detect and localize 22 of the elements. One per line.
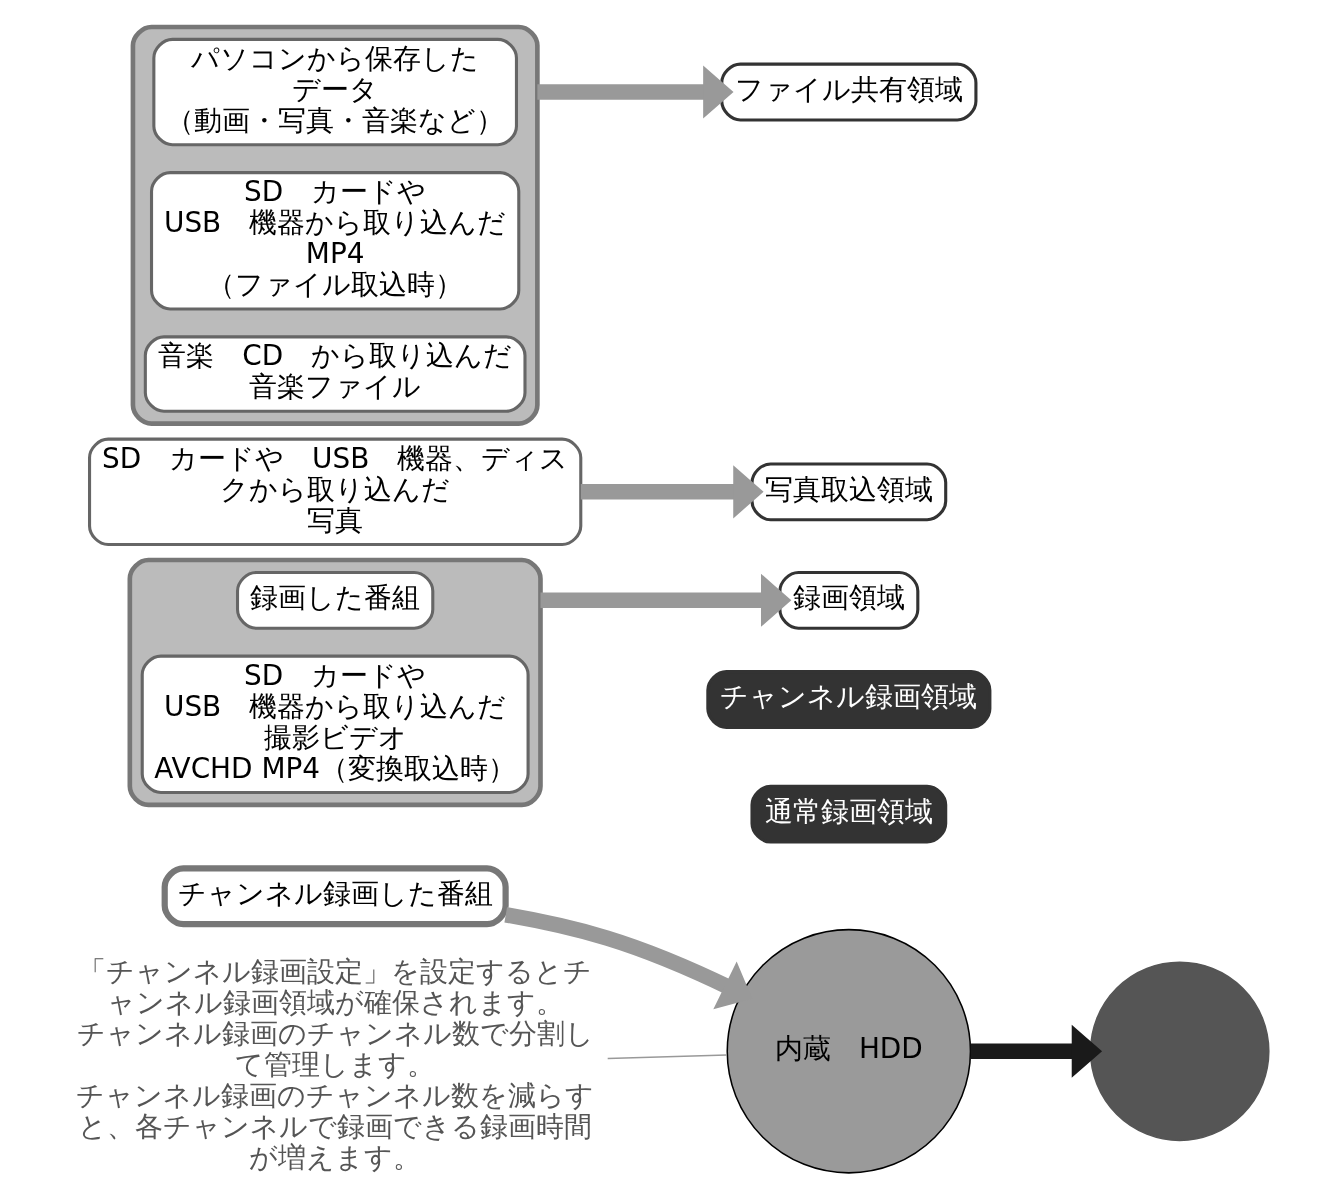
arrow xyxy=(580,465,764,519)
connector xyxy=(606,1054,728,1060)
node-box: 通常録画領域 xyxy=(750,784,948,844)
node-box: 写真取込領域 xyxy=(750,462,948,522)
arrow xyxy=(540,573,792,627)
node-box: SD カードや USB 機器、ディスクから取り込んだ 写真 xyxy=(88,437,583,547)
arrow xyxy=(537,65,734,119)
node-box: チャンネル録画領域 xyxy=(706,670,992,729)
node-box: 録画した番組 xyxy=(236,570,435,630)
node-box: パソコンから保存した データ （動画・写真・音楽など） xyxy=(152,37,518,147)
node-circle: 内蔵 HDD xyxy=(726,928,972,1174)
node-box: 音楽 CD から取り込んだ 音楽ファイル xyxy=(143,335,527,413)
node-box: SD カードや USB 機器から取り込んだ 撮影ビデオ AVCHD MP4（変換取込時） xyxy=(140,654,530,795)
node-semicircle xyxy=(1089,961,1270,1142)
node-box: SD カードや USB 機器から取り込んだ MP4 （ファイル取込時） xyxy=(150,171,521,311)
node-box: 録画領域 xyxy=(778,570,920,630)
node-text: 「チャンネル録画設定」を設定するとチャンネル録画領域が確保されます。 チャンネル録画のチャンネル数で分割して管理します。 チャンネル録画のチャンネル数を減らすと、各チャンネルで録画できる録画時間が増えます。 xyxy=(76,954,595,1174)
node-box: チャンネル録画した番組 xyxy=(161,865,509,928)
arrow xyxy=(970,1024,1103,1078)
cluster xyxy=(130,24,540,426)
cluster xyxy=(127,557,543,808)
node-box: ファイル共有領域 xyxy=(720,62,978,122)
